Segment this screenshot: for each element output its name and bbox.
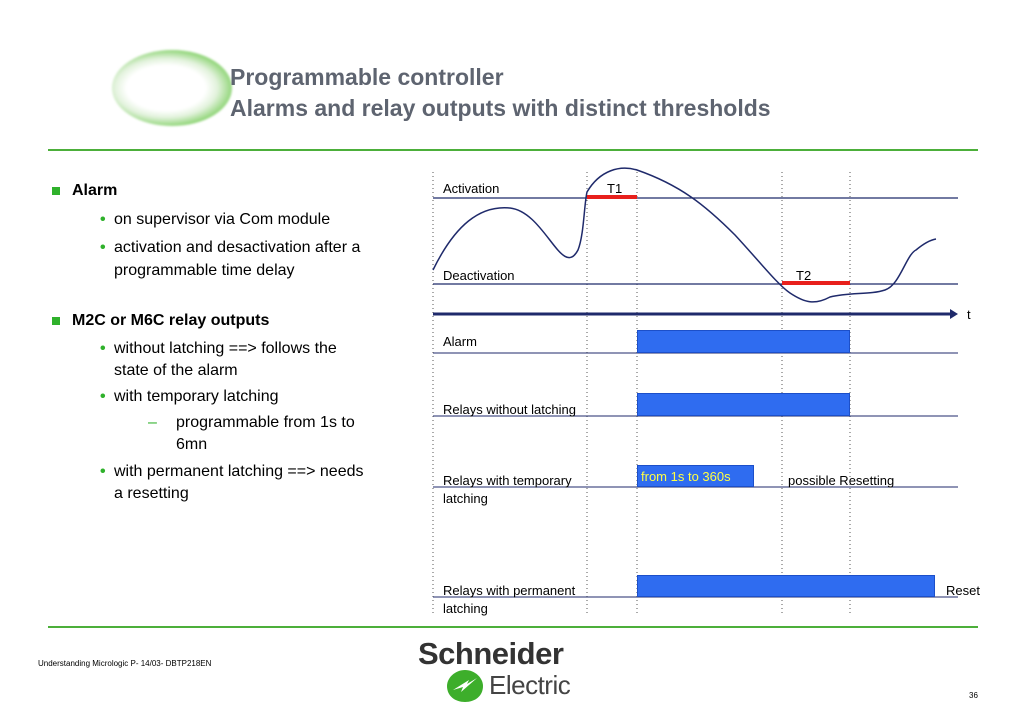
bullet-heading: Alarm (72, 182, 118, 199)
top-divider (48, 149, 978, 151)
label-relays-temporary: Relays with temporary (443, 473, 572, 488)
label-relays-permanent-2: latching (443, 601, 488, 616)
bottom-divider (48, 626, 978, 628)
bullet-text: with permanent latching ==> needs (114, 463, 364, 480)
bullet-continuation: state of the alarm (114, 359, 238, 382)
label-time: t (967, 307, 971, 322)
bullet-text: programmable time delay (114, 262, 295, 279)
title-line-2: Alarms and relay outputs with distinct t… (230, 95, 771, 121)
bullet-text: with temporary latching (114, 388, 279, 405)
logo-schneider-text: Schneider (418, 636, 564, 671)
dot-bullet-icon: • (100, 239, 106, 256)
bullet-text: activation and desactivation after a (114, 239, 361, 256)
title-line-1: Programmable controller (230, 64, 504, 90)
label-alarm: Alarm (443, 334, 477, 349)
page-title: Programmable controller Alarms and relay… (230, 62, 771, 124)
relay-temporary-bar: from 1s to 360s (637, 465, 754, 487)
time-axis-arrow-icon (950, 309, 958, 319)
label-t1: T1 (607, 181, 623, 196)
logo-electric-text: Electric (489, 670, 571, 700)
sub-bullet: • with permanent latching ==> needs (100, 460, 364, 483)
label-t2: T2 (796, 268, 812, 283)
sub-bullet: • activation and desactivation after a (100, 236, 360, 259)
label-activation: Activation (443, 181, 500, 196)
sub-bullet: • with temporary latching (100, 385, 279, 408)
bullet-text: on supervisor via Com module (114, 211, 331, 228)
dot-bullet-icon: • (100, 388, 106, 405)
signal-curve (432, 167, 937, 303)
bullet-continuation: 6mn (176, 433, 207, 456)
alarm-bar (637, 330, 850, 353)
bullet-alarm: Alarm (52, 182, 117, 200)
sub-bullet: • on supervisor via Com module (100, 208, 330, 231)
bullet-text: a resetting (114, 485, 189, 502)
label-deactivation: Deactivation (443, 268, 515, 283)
square-bullet-icon (52, 317, 60, 325)
label-relays-permanent: Relays with permanent (443, 583, 576, 598)
bullet-text: state of the alarm (114, 362, 238, 379)
bullet-relay: M2C or M6C relay outputs (52, 312, 269, 330)
label-relays-without: Relays without latching (443, 402, 576, 417)
bullet-continuation: programmable time delay (114, 259, 295, 282)
dash-bullet-icon: – (148, 414, 157, 431)
logo-leaf-icon (447, 670, 483, 702)
label-reset: Reset (946, 583, 980, 598)
relay-permanent-bar (637, 575, 935, 597)
temporary-bar-label: from 1s to 360s (641, 469, 731, 484)
label-relays-temporary-2: latching (443, 491, 488, 506)
dot-bullet-icon: • (100, 463, 106, 480)
square-bullet-icon (52, 187, 60, 195)
bullet-text: 6mn (176, 436, 208, 453)
bullet-continuation: a resetting (114, 482, 189, 505)
page-number: 36 (969, 691, 978, 700)
dot-bullet-icon: • (100, 340, 106, 357)
sub-sub-bullet: – programmable from 1s to (148, 411, 355, 434)
bullet-heading: M2C or M6C relay outputs (72, 312, 270, 329)
relay-without-bar (637, 393, 850, 416)
bullet-text: without latching ==> follows the (114, 340, 337, 357)
bullet-text: programmable from 1s to (176, 414, 355, 431)
footer-text: Understanding Micrologic P- 14/03- DBTP2… (38, 659, 212, 668)
dot-bullet-icon: • (100, 211, 106, 228)
sub-bullet: • without latching ==> follows the (100, 337, 337, 360)
schneider-electric-logo: Schneider Electric (415, 636, 595, 706)
label-possible-resetting: possible Resetting (788, 473, 895, 488)
decorative-ellipse (112, 50, 232, 126)
